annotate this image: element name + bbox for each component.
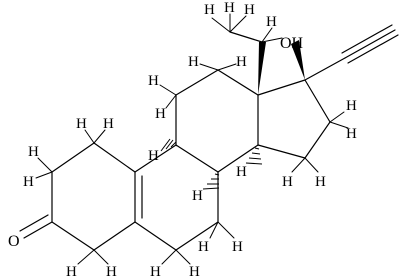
hydrogen-label: H — [66, 264, 77, 280]
hydrogen-label: H — [106, 264, 117, 280]
bond-c11-c12 — [175, 69, 219, 96]
hydrogen-label-c8: H — [192, 188, 203, 204]
bond-c12-c13 — [217, 69, 259, 96]
hydrogen-label: H — [266, 14, 277, 30]
hydrogen-stubs — [35, 13, 349, 265]
hydrogen-label: H — [224, 0, 235, 16]
ketone-oxygen-label: O — [8, 233, 20, 250]
bond-c14-c8 — [217, 144, 259, 173]
hydrogen-label: H — [198, 239, 209, 255]
bond-c17-c16 — [304, 79, 331, 123]
bond-c13-c17 — [257, 79, 306, 96]
hydrogen-label: H — [28, 144, 39, 160]
hydrogen-label: H — [150, 264, 161, 280]
hydrogen-label: H — [148, 73, 159, 89]
hydrogen-label: H — [23, 174, 34, 190]
bond-c10-c1 — [93, 142, 136, 173]
skeleton-bonds — [19, 24, 399, 251]
dash-wedge-c8-h — [202, 173, 220, 190]
hydrogen-label: H — [204, 2, 215, 18]
hydrogen-label-c14: H — [236, 164, 247, 180]
hydroxyl-label: OH — [280, 35, 304, 52]
hydrogen-label: H — [76, 116, 87, 132]
bond-c16-c15 — [304, 121, 331, 159]
bond-c9-c8 — [175, 144, 219, 173]
hydrogen-label: H — [103, 116, 114, 132]
hydrogen-label: H — [232, 239, 243, 255]
hydrogen-label: H — [244, 2, 255, 18]
hydrogen-label-c9: H — [148, 148, 159, 164]
hydrogen-label: H — [155, 106, 166, 122]
hydrogen-label: H — [346, 98, 357, 114]
bond-triple-3 — [347, 34, 399, 64]
bond-ethyl-ch2-ch3 — [229, 31, 263, 43]
stereo-wedges — [160, 40, 305, 190]
bond-c3-ketone — [23, 221, 53, 239]
bond-c10-c9 — [134, 144, 177, 173]
wedge-c13-ethyl — [258, 42, 266, 95]
hydrogen-label: H — [236, 54, 247, 70]
hydrogen-label: H — [282, 174, 293, 190]
dash-wedge-c14-h — [245, 147, 263, 165]
hydrogen-label: H — [346, 126, 357, 142]
bond-c1-c2 — [51, 142, 95, 173]
bond-c3-ketone-double — [19, 214, 49, 232]
atom-labels: H H H H H H H H H H H H H H H H H H H H … — [8, 0, 357, 280]
bond-c7-c6 — [175, 221, 219, 251]
hydrogen-label: H — [315, 174, 326, 190]
bond-c6-c5 — [134, 221, 177, 251]
bond-c4-c5 — [93, 221, 136, 251]
bond-c17-ethynyl — [304, 57, 346, 81]
bond-triple-1 — [344, 29, 396, 59]
bond-triple-2 — [341, 24, 393, 54]
hydrogen-label: H — [189, 264, 200, 280]
wedge-c17-oh — [291, 40, 305, 80]
bond-c3-c4 — [51, 221, 95, 251]
bond-c15-c14 — [257, 144, 306, 159]
hydrogen-label: H — [188, 54, 199, 70]
dash-wedge-c9-h — [160, 138, 178, 152]
